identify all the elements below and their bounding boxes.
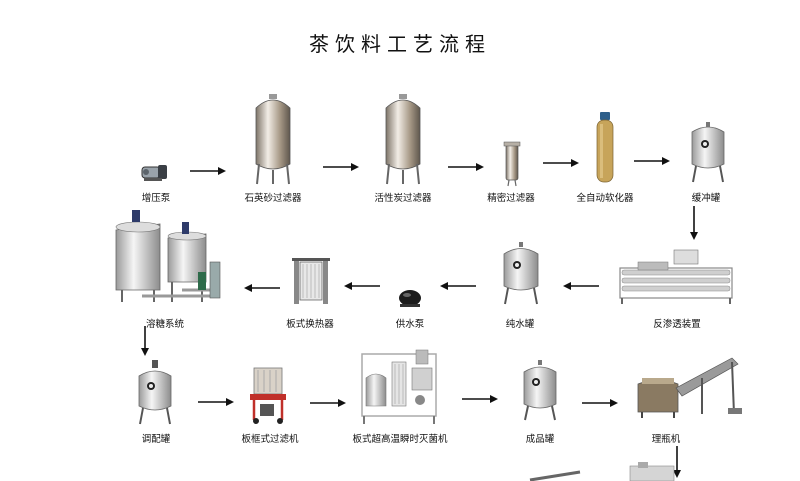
arrow-blending-to-filter (198, 397, 234, 407)
reverse-osmosis-unit-image (618, 248, 734, 304)
arrow-buffer-down (689, 206, 699, 240)
label-uht-sterilizer: 板式超高温瞬时灭菌机 (352, 434, 448, 445)
label-activated-carbon-filter: 活性炭过滤器 (374, 193, 432, 204)
blending-tank-image (135, 360, 175, 426)
arrow-softener-to-buffer (634, 156, 670, 166)
arrow-quartz-to-carbon (323, 162, 359, 172)
water-supply-pump-image (398, 288, 422, 308)
uht-sterilizer-image (360, 348, 438, 424)
arrow-supply-pump-to-exchanger (344, 281, 380, 291)
arrow-pure-water-to-supply-pump (440, 281, 476, 291)
booster-pump-image (140, 162, 170, 182)
activated-carbon-filter-image (380, 90, 426, 186)
next-row-equipment-partial (520, 462, 750, 481)
label-plate-heat-exchanger: 板式换热器 (286, 319, 334, 330)
label-reverse-osmosis-unit: 反渗透装置 (653, 319, 701, 330)
label-precision-filter: 精密过滤器 (487, 193, 535, 204)
label-pure-water-tank: 纯水罐 (505, 319, 535, 330)
label-quartz-sand-filter: 石英砂过滤器 (244, 193, 302, 204)
arrow-sugar-system-down (140, 326, 150, 356)
arrow-filter-to-uht (310, 398, 346, 408)
precision-filter-image (503, 140, 521, 187)
sugar-dissolving-system-image (112, 210, 224, 306)
plate-frame-filter-image (248, 366, 290, 424)
label-blending-tank: 调配罐 (141, 434, 171, 445)
arrow-finished-tank-to-unscrambler (582, 398, 618, 408)
buffer-tank-image (688, 120, 728, 184)
label-sugar-dissolving-system: 溶糖系统 (145, 319, 185, 330)
pure-water-tank-image (500, 240, 542, 306)
bottle-unscrambler-image (632, 354, 744, 418)
arrow-carbon-to-precision (448, 162, 484, 172)
label-plate-frame-filter: 板框式过滤机 (241, 434, 299, 445)
arrow-uht-to-finished-tank (462, 394, 498, 404)
label-bottle-unscrambler: 理瓶机 (651, 434, 681, 445)
label-finished-product-tank: 成品罐 (525, 434, 555, 445)
label-booster-pump: 增压泵 (141, 193, 171, 204)
arrow-booster-to-quartz (190, 166, 226, 176)
label-automatic-softener: 全自动软化器 (576, 193, 634, 204)
plate-heat-exchanger-image (292, 256, 330, 306)
automatic-softener-image (594, 112, 616, 184)
label-water-supply-pump: 供水泵 (395, 319, 425, 330)
arrow-unscrambler-down (672, 446, 682, 478)
arrow-exchanger-to-sugar-system (244, 283, 280, 293)
diagram-title: 茶饮料工艺流程 (309, 32, 491, 56)
quartz-sand-filter-image (250, 90, 296, 186)
label-buffer-tank: 缓冲罐 (691, 193, 721, 204)
finished-product-tank-image (520, 360, 560, 422)
arrow-ro-to-pure-water (563, 281, 599, 291)
arrow-precision-to-softener (543, 158, 579, 168)
